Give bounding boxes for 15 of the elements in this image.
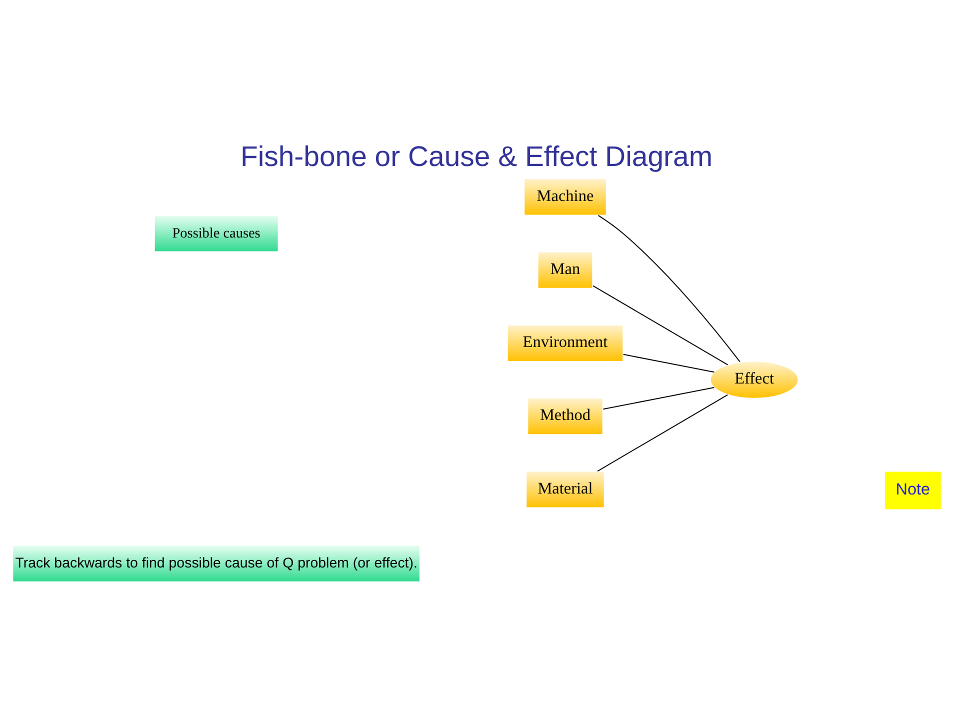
node-box: Possible causes — [154, 214, 279, 252]
connector — [603, 386, 714, 410]
diagram-title: Fish-bone or Cause & Effect Diagram — [240, 140, 713, 173]
node-box: Track backwards to find possible cause of Q problem (or effect). — [12, 544, 420, 582]
node-box: Man — [537, 251, 594, 289]
connector — [623, 354, 714, 373]
node-box: Machine — [524, 178, 607, 216]
connector — [598, 215, 740, 362]
connector — [592, 285, 728, 366]
node-ellipse: Effect — [710, 360, 799, 399]
node-box: Note — [884, 472, 941, 510]
node-box: Environment — [506, 324, 624, 362]
node-box: Material — [526, 470, 605, 508]
node-box: Method — [527, 398, 604, 436]
connector — [597, 394, 728, 472]
